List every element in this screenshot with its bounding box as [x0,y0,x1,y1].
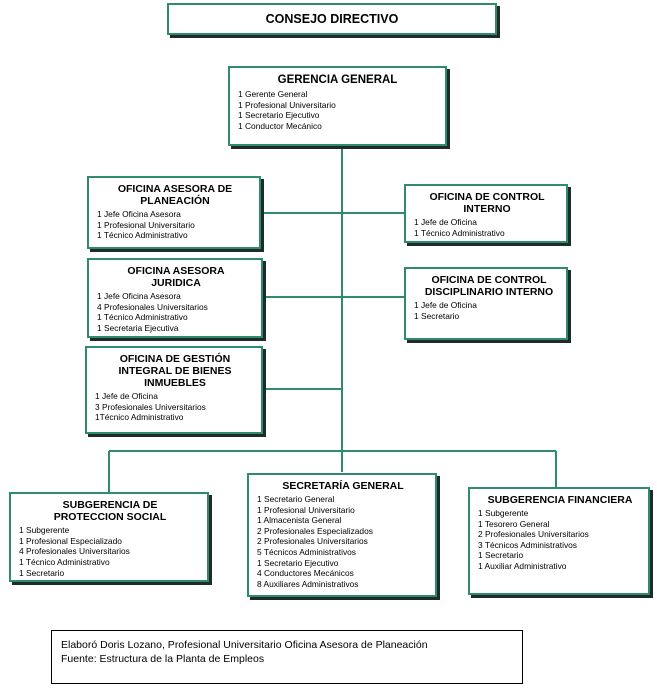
staff-item: 1 Tesorero General [478,518,550,529]
staff-item: 4 Profesionales Universitarios [97,301,208,312]
staff-item: 1 Secretaria Ejecutiva [97,322,179,333]
oficina-planeacion-title: OFICINA ASESORA DE PLANEACIÓN [117,183,233,208]
oficina-control-disciplinario-staff: 1 Jefe de Oficina 1 Secretario [414,300,562,321]
subgerencia-financiera-staff: 1 Subgerente 1 Tesorero General 2 Profes… [478,508,642,572]
staff-item: 1 Jefe de Oficina [95,391,158,402]
oficina-planeacion-box: OFICINA ASESORA DE PLANEACIÓN 1 Jefe Ofi… [87,176,261,249]
subgerencia-social-title: SUBGERENCIA DE PROTECCION SOCIAL [53,499,167,524]
staff-item: 1 Jefe Oficina Asesora [97,291,181,302]
staff-item: 1 Profesional Universitario [257,504,355,515]
secretaria-general-title: SECRETARÍA GENERAL [282,480,404,492]
staff-item: 1 Gerente General [238,89,308,100]
staff-item: 1 Secretario [478,550,524,561]
gerencia-general-box: GERENCIA GENERAL 1 Gerente General 1 Pro… [228,66,447,146]
footer-author: Elaboró Doris Lozano, Profesional Univer… [61,639,428,651]
oficina-control-interno-title: OFICINA DE CONTROL INTERNO [429,191,545,216]
oficina-bienes-inmuebles-staff: 1 Jefe de Oficina 3 Profesionales Univer… [95,391,255,423]
oficina-juridica-box: OFICINA ASESORA JURIDICA 1 Jefe Oficina … [87,258,263,338]
gerencia-general-title: GERENCIA GENERAL [277,74,398,86]
subgerencia-financiera-box: SUBGERENCIA FINANCIERA 1 Subgerente 1 Te… [468,487,650,595]
oficina-juridica-staff: 1 Jefe Oficina Asesora 4 Profesionales U… [97,291,255,333]
staff-item: 4 Profesionales Universitarios [19,546,130,557]
consejo-directivo-title: CONSEJO DIRECTIVO [265,11,399,26]
staff-item: 2 Profesionales Especializados [257,525,373,536]
subgerencia-financiera-title: SUBGERENCIA FINANCIERA [487,494,633,506]
oficina-juridica-title: OFICINA ASESORA JURIDICA [127,265,225,290]
secretaria-general-staff: 1 Secretario General 1 Profesional Unive… [257,494,429,589]
staff-item: 1Técnico Administrativo [95,412,184,423]
secretaria-general-box: SECRETARÍA GENERAL 1 Secretario General … [247,473,437,597]
gerencia-general-staff: 1 Gerente General 1 Profesional Universi… [238,89,437,131]
staff-item: 2 Profesionales Universitarios [257,536,368,547]
staff-item: 2 Profesionales Universitarios [478,529,589,540]
oficina-bienes-inmuebles-box: OFICINA DE GESTIÓN INTEGRAL DE BIENES IN… [85,346,263,434]
staff-item: 1 Subgerente [478,508,529,519]
oficina-bienes-inmuebles-title: OFICINA DE GESTIÓN INTEGRAL DE BIENES IN… [118,353,232,390]
staff-item: 1 Jefe Oficina Asesora [97,209,181,220]
subgerencia-social-box: SUBGERENCIA DE PROTECCION SOCIAL 1 Subge… [9,492,209,582]
staff-item: 1 Profesional Especializado [19,535,122,546]
staff-item: 1 Subgerente [19,525,70,536]
oficina-control-interno-box: OFICINA DE CONTROL INTERNO 1 Jefe de Ofi… [404,184,568,243]
oficina-control-disciplinario-box: OFICINA DE CONTROL DISCIPLINARIO INTERNO… [404,267,568,340]
staff-item: 1 Secretario Ejecutivo [257,557,339,568]
staff-item: 4 Conductores Mecánicos [257,568,354,579]
staff-item: 1 Técnico Administrativo [97,230,188,241]
staff-item: 1 Jefe de Oficina [414,217,477,228]
staff-item: 1 Secretario [19,567,65,578]
staff-item: 1 Jefe de Oficina [414,300,477,311]
staff-item: 5 Técnicos Administrativos [257,547,356,558]
oficina-planeacion-staff: 1 Jefe Oficina Asesora 1 Profesional Uni… [97,209,253,241]
staff-item: 1 Profesional Universitario [97,219,195,230]
staff-item: 1 Secretario [414,310,460,321]
subgerencia-social-staff: 1 Subgerente 1 Profesional Especializado… [19,525,201,578]
oficina-control-disciplinario-title: OFICINA DE CONTROL DISCIPLINARIO INTERNO [424,274,554,299]
footer-source: Fuente: Estructura de la Planta de Emple… [61,653,265,665]
staff-item: 1 Secretario Ejecutivo [238,110,320,121]
staff-item: 1 Técnico Administrativo [19,556,110,567]
staff-item: 1 Profesional Universitario [238,99,336,110]
staff-item: 1 Auxiliar Administrativo [478,561,567,572]
oficina-control-interno-staff: 1 Jefe de Oficina 1 Técnico Administrati… [414,217,560,238]
consejo-directivo-box: CONSEJO DIRECTIVO [167,3,497,35]
staff-item: 3 Profesionales Universitarios [95,401,206,412]
staff-item: 8 Auxiliares Administrativos [257,578,359,589]
staff-item: 1 Técnico Administrativo [414,227,505,238]
staff-item: 1 Secretario General [257,494,335,505]
staff-item: 3 Técnicos Administrativos [478,539,577,550]
staff-item: 1 Almacenista General [257,515,342,526]
staff-item: 1 Técnico Administrativo [97,312,188,323]
staff-item: 1 Conductor Mecánico [238,121,322,131]
source-footer: Elaboró Doris Lozano, Profesional Univer… [51,630,523,684]
